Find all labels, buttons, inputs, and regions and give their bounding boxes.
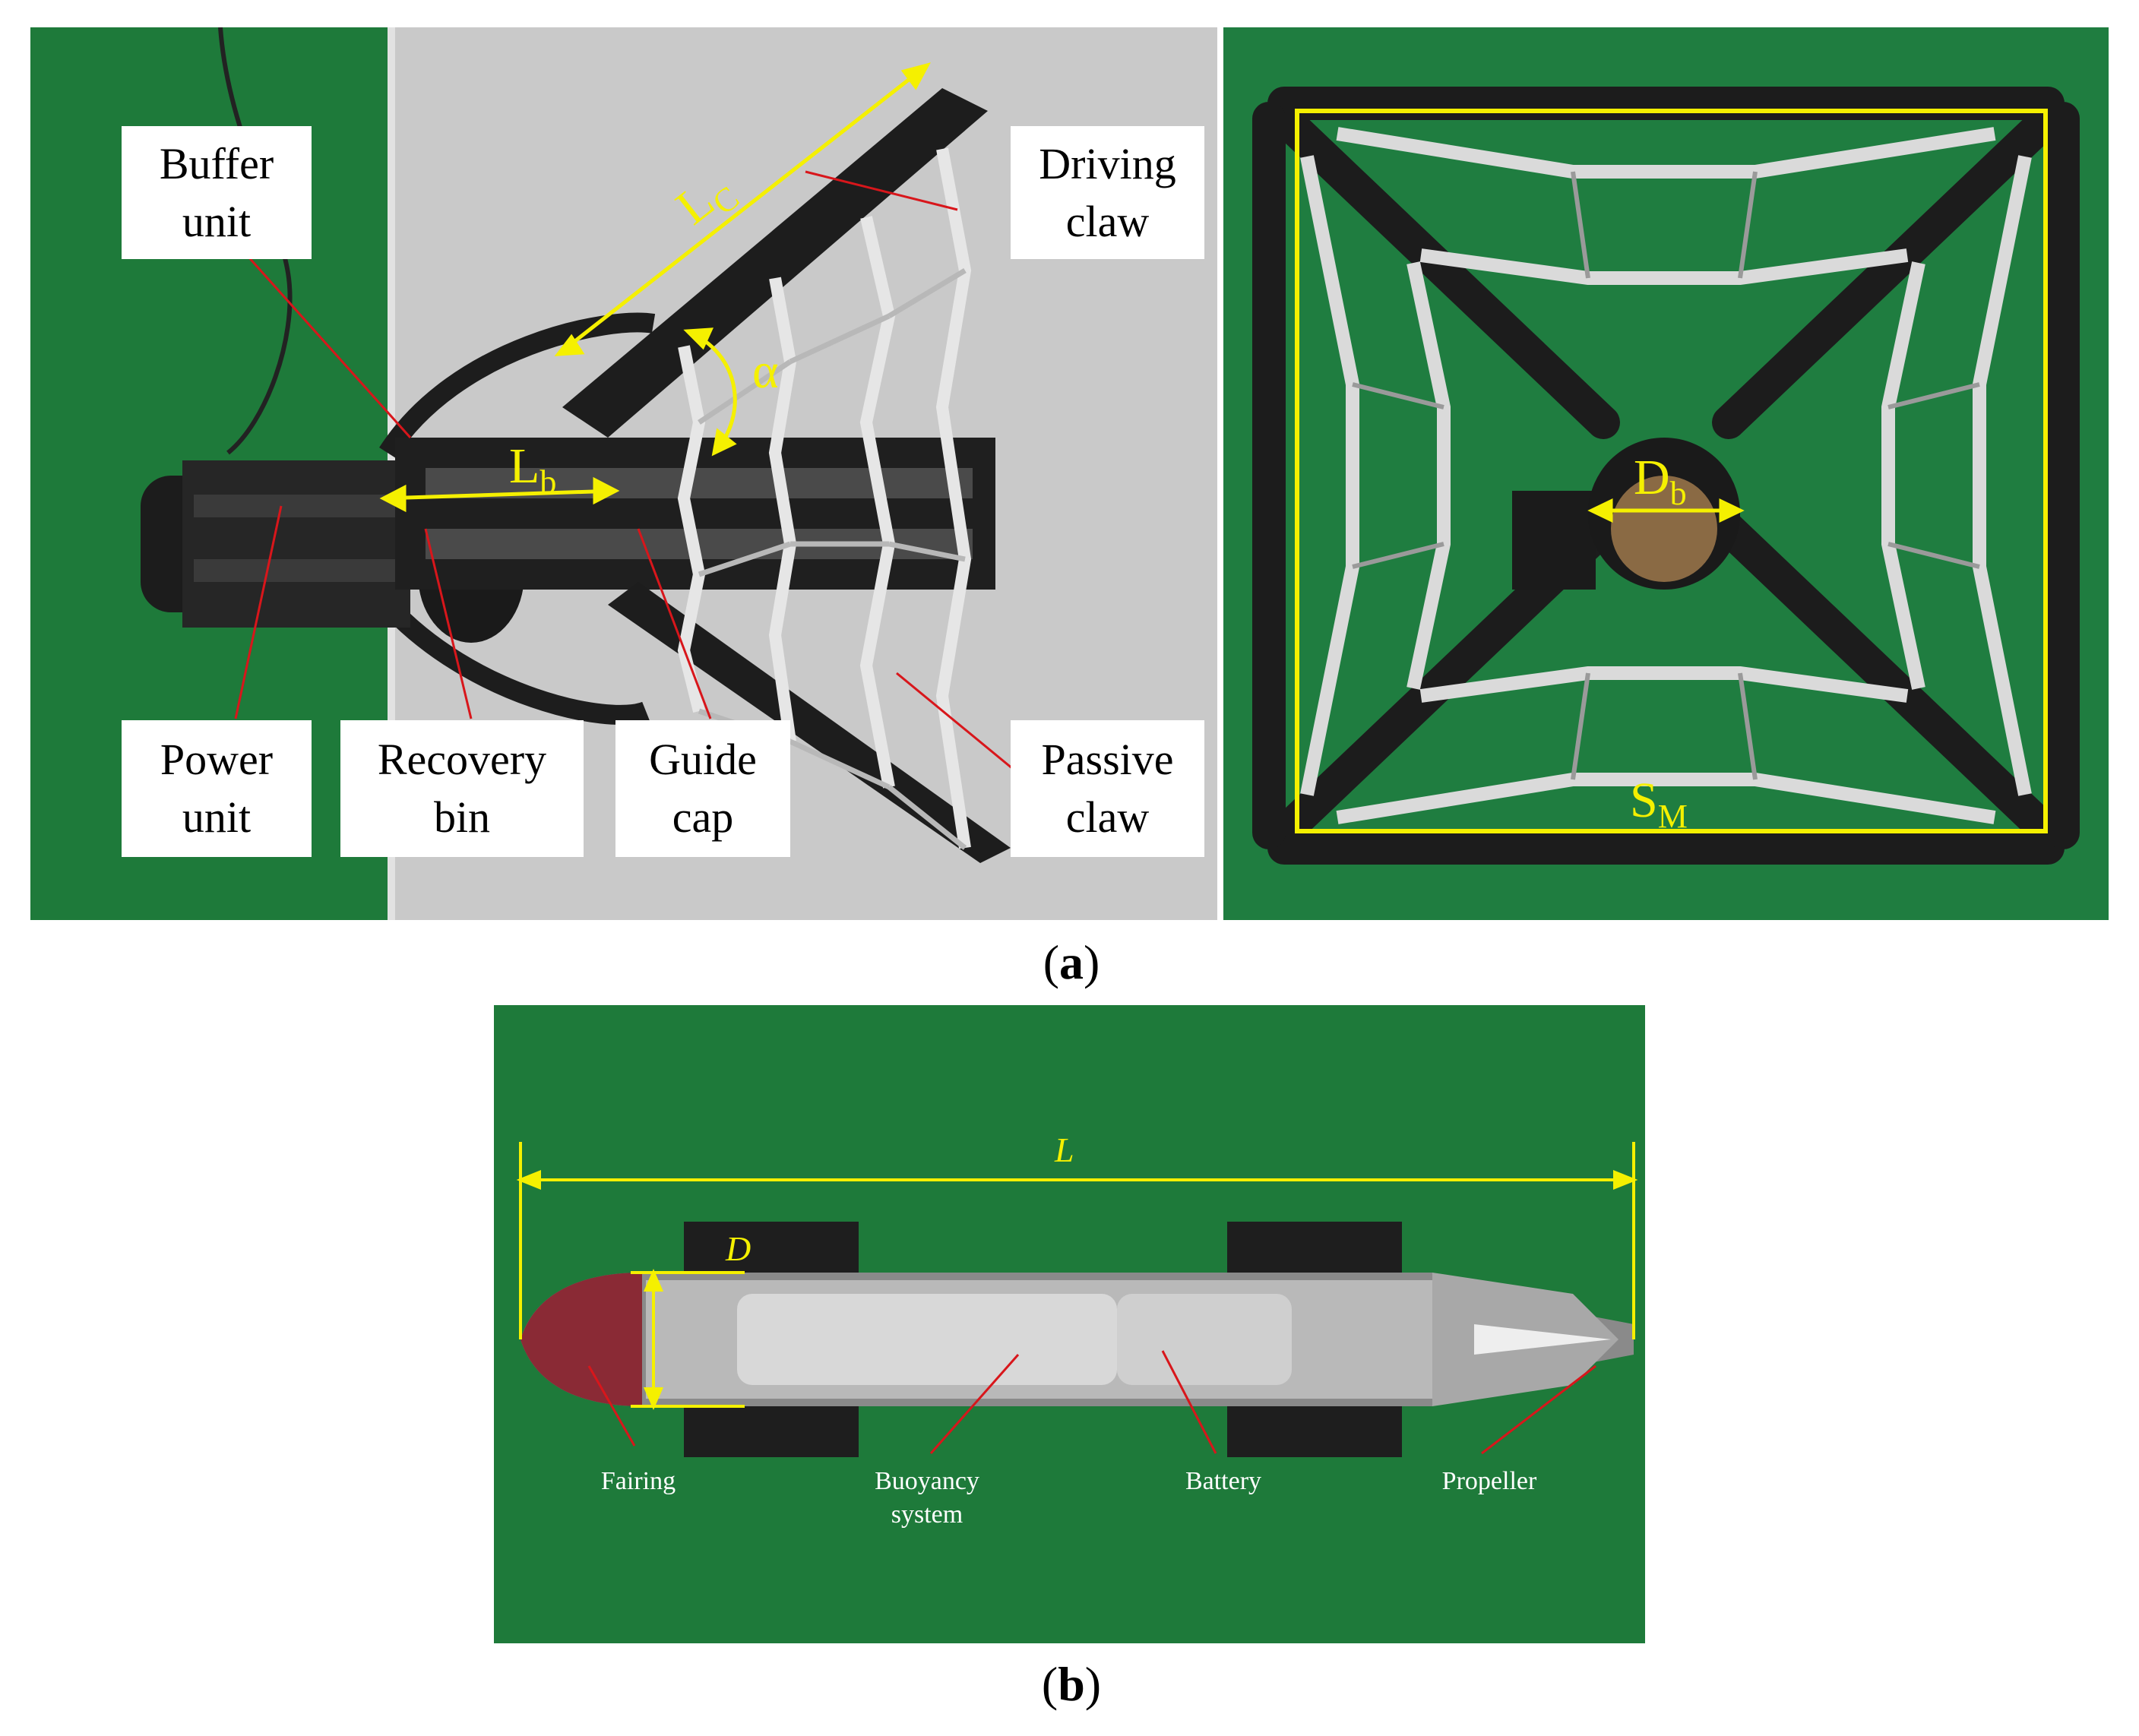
sm-region-box	[1295, 109, 2048, 833]
label-length: L	[1055, 1130, 1074, 1169]
callout-recovery-bin-line2: bin	[433, 792, 491, 842]
claw-top-view-drawing	[1223, 27, 2109, 920]
callout-guide-cap: Guide cap	[615, 720, 790, 857]
leader-driving-claw	[805, 170, 958, 211]
photo-claw-top-view: Db SM	[1223, 27, 2109, 920]
callout-driving-claw: Driving claw	[1011, 126, 1204, 259]
leader-recovery-bin	[424, 528, 473, 719]
callout-power-unit: Power unit	[122, 720, 312, 857]
callout-buffer-unit: Buffer unit	[122, 126, 312, 259]
leader-power-unit	[234, 505, 283, 719]
caption-b-close: )	[1084, 1657, 1102, 1711]
caption-a-close: )	[1084, 935, 1100, 989]
label-buoyancy-system-line1: Buoyancy	[875, 1467, 979, 1495]
callout-guide-cap-line1: Guide	[649, 735, 757, 784]
caption-b: (b)	[995, 1656, 1147, 1712]
label-battery: Battery	[1185, 1467, 1262, 1495]
leader-buffer-unit	[245, 254, 412, 439]
caption-a-open: (	[1043, 935, 1059, 989]
leader-propeller	[1481, 1364, 1596, 1455]
callout-passive-claw-line1: Passive	[1041, 735, 1174, 784]
label-lb-main: L	[509, 438, 540, 494]
leader-battery	[1161, 1350, 1217, 1454]
callout-passive-claw: Passive claw	[1011, 720, 1204, 857]
photo-vehicle-top-view: L D Fairing Buoyancy system Battery Prop…	[494, 1005, 1645, 1643]
label-sm-sub: M	[1657, 798, 1688, 835]
callout-driving-claw-line1: Driving	[1039, 138, 1176, 188]
label-buoyancy-system-line2: system	[891, 1500, 963, 1529]
label-db-sub: b	[1669, 475, 1687, 512]
caption-a: (a)	[995, 934, 1147, 991]
label-lb-sub: b	[539, 463, 557, 501]
callout-power-unit-line1: Power	[160, 735, 274, 784]
diameter-dimension-arrow	[631, 1268, 745, 1411]
caption-a-letter: a	[1059, 935, 1084, 989]
db-dimension-arrow	[1587, 498, 1745, 523]
fairing-nose	[521, 1273, 642, 1406]
caption-b-letter: b	[1058, 1657, 1085, 1711]
label-lb: Lb	[509, 441, 556, 499]
label-propeller: Propeller	[1441, 1467, 1537, 1495]
callout-power-unit-line2: unit	[182, 792, 252, 842]
callout-driving-claw-line2: claw	[1065, 196, 1150, 246]
label-diameter: D	[726, 1229, 751, 1268]
callout-guide-cap-line2: cap	[672, 792, 734, 842]
callout-buffer-unit-line1: Buffer	[159, 138, 274, 188]
label-db-main: D	[1634, 450, 1670, 505]
callout-recovery-bin-line1: Recovery	[377, 735, 547, 784]
label-sm: SM	[1630, 776, 1688, 833]
callout-recovery-bin: Recovery bin	[340, 720, 584, 857]
lc-dimension-arrow	[557, 64, 929, 356]
photo-claw-side-view: Buffer unit Driving claw Power unit Reco…	[30, 27, 1217, 920]
label-buoyancy-system: Buoyancy system	[851, 1465, 1003, 1532]
leader-buoyancy	[929, 1354, 1020, 1454]
lb-dimension-arrow	[383, 489, 616, 501]
leader-fairing	[587, 1365, 636, 1447]
label-db: Db	[1634, 453, 1687, 511]
leader-guide-cap	[637, 528, 712, 719]
label-sm-main: S	[1630, 773, 1658, 828]
length-dimension-arrow	[516, 1142, 1638, 1339]
caption-b-open: (	[1041, 1657, 1058, 1711]
label-fairing: Fairing	[600, 1467, 676, 1495]
callout-passive-claw-line2: claw	[1065, 792, 1150, 842]
label-alpha: α	[752, 343, 779, 399]
callout-buffer-unit-line2: unit	[182, 196, 252, 246]
leader-passive-claw	[896, 672, 1027, 781]
vehicle-drawing	[494, 1005, 1645, 1643]
